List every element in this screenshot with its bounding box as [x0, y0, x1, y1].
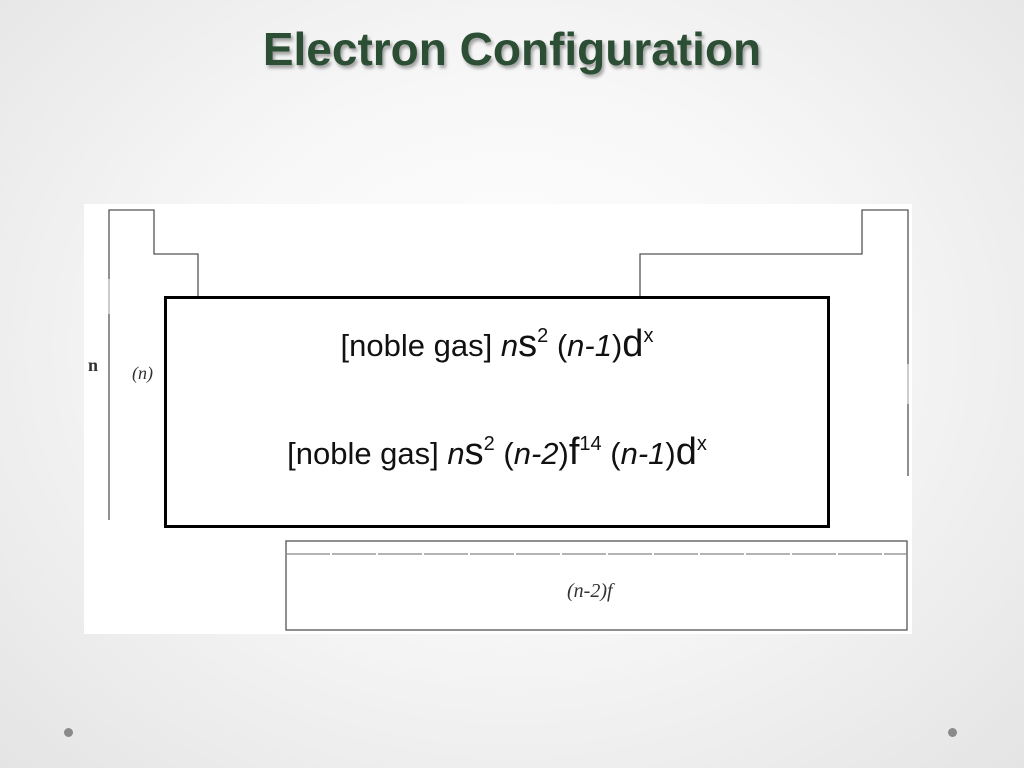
formula-prefix: [noble gas]: [340, 328, 501, 363]
formula-paren: ): [558, 436, 569, 471]
formula-line-transition: [noble gas] ns2 (n-1)dx: [167, 323, 827, 366]
formula-paren: (: [601, 436, 621, 471]
f-block-outline: [285, 540, 908, 631]
n-row-label: (n): [132, 363, 153, 383]
formula-paren: ): [611, 328, 623, 363]
formula-prefix: [noble gas]: [287, 436, 448, 471]
slide-dot-right-icon: [948, 728, 957, 737]
formula-paren: (: [494, 436, 514, 471]
formula-d-exponent: x: [643, 325, 654, 347]
formula-d-exponent: x: [696, 433, 707, 455]
formula-n: n: [500, 328, 519, 363]
formula-s: s: [518, 323, 538, 365]
formula-f-exponent: 14: [579, 433, 602, 455]
formula-d: d: [675, 431, 697, 473]
slide-dot-left-icon: [64, 728, 73, 737]
formula-n-minus-1: n-1: [567, 328, 612, 363]
formula-n: n: [447, 436, 465, 471]
formula-n-minus-1: n-1: [620, 436, 666, 471]
n-label: n: [88, 355, 99, 375]
formula-line-inner-transition: [noble gas] ns2 (n-2)f14 (n-1)dx: [167, 431, 827, 474]
formula-s: s: [464, 431, 484, 473]
formula-s-exponent: 2: [537, 325, 549, 347]
formula-paren: (: [548, 328, 568, 363]
slide-title: Electron Configuration: [262, 23, 762, 75]
formula-paren: ): [665, 436, 676, 471]
formula-d: d: [622, 323, 644, 365]
formula-n-minus-2: n-2: [513, 436, 559, 471]
formula-s-exponent: 2: [483, 433, 495, 455]
formula-box: [noble gas] ns2 (n-1)dx [noble gas] ns2 …: [164, 296, 830, 528]
formula-f: f: [568, 431, 580, 473]
f-block-label: (n-2)f: [567, 580, 613, 602]
